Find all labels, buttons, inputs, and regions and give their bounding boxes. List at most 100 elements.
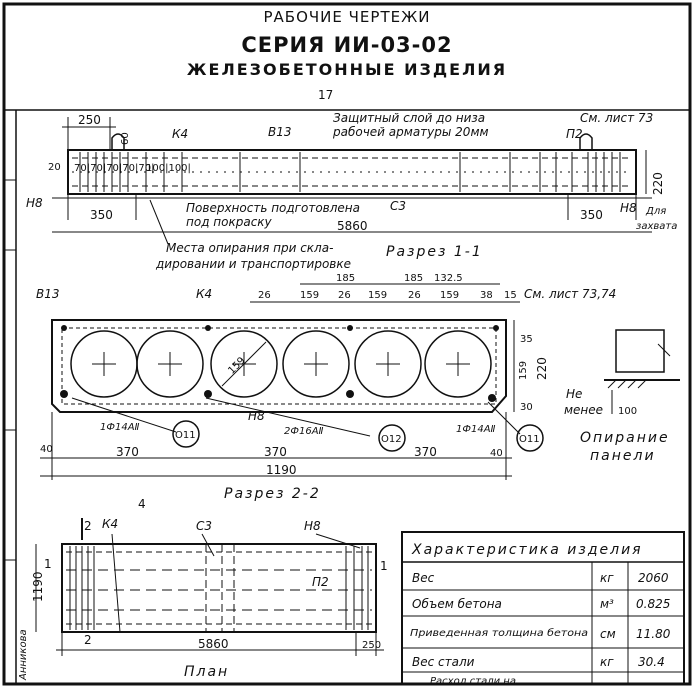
callout-circle bbox=[516, 424, 544, 452]
k4-leader bbox=[111, 533, 121, 633]
dim-5860: 5860 bbox=[337, 219, 368, 233]
see-sheet-73: См. лист 73 bbox=[580, 111, 653, 125]
plan-mark-2-top: 2 bbox=[84, 519, 92, 533]
panel-elevation: 250 60 К4 В13 Защитный слой до низа рабо… bbox=[26, 111, 677, 271]
diameter-leader bbox=[221, 341, 267, 387]
plan-mark-h8: Н8 bbox=[304, 519, 321, 533]
page-number: 17 bbox=[318, 88, 333, 102]
callout-right: О11 bbox=[519, 434, 540, 445]
rebar-left: 1Ф14АⅡ bbox=[100, 422, 140, 433]
mark-c3: С3 bbox=[390, 199, 406, 213]
stirrups-right bbox=[459, 152, 621, 192]
dim-top2-6: 38 bbox=[480, 290, 493, 301]
mark-p2: П2 bbox=[566, 127, 583, 141]
side-label: Анникова bbox=[18, 629, 29, 681]
support-note-1: Не bbox=[566, 387, 582, 401]
dim-60: 60 bbox=[120, 132, 131, 145]
dim-top2-1: 159 bbox=[300, 290, 319, 301]
header-pretitle: РАБОЧИЕ ЧЕРТЕЖИ bbox=[263, 8, 431, 26]
callout-left: О11 bbox=[175, 430, 196, 441]
panel-outline bbox=[67, 149, 637, 195]
callout-circle bbox=[378, 424, 406, 452]
dim-top1-2: 132.5 bbox=[434, 273, 463, 284]
hollow-core bbox=[282, 330, 350, 398]
dim-370-0: 370 bbox=[116, 445, 139, 459]
dim-350-right: 350 bbox=[580, 208, 603, 222]
plan-mesh-right bbox=[345, 546, 369, 630]
hollow-core bbox=[424, 330, 492, 398]
dim-30: 30 bbox=[520, 402, 533, 413]
dim-top1-0: 185 bbox=[336, 273, 355, 284]
dim-top1-1: 185 bbox=[404, 273, 423, 284]
row-value: 2060 bbox=[638, 571, 669, 585]
mark-h8-right: Н8 bbox=[620, 201, 637, 215]
mark-k4-s1: К4 bbox=[196, 287, 212, 301]
callout-mid: О12 bbox=[381, 434, 402, 445]
rebar-dots bbox=[60, 325, 499, 402]
dim-250: 250 bbox=[78, 113, 101, 127]
break-mark bbox=[657, 343, 671, 357]
note-grip-2: захвата bbox=[636, 221, 677, 232]
support-detail: Не менее 100 Опирание панели bbox=[564, 329, 680, 464]
row-value: 0.825 bbox=[636, 597, 670, 611]
hollow-core bbox=[354, 330, 422, 398]
core-crosshairs bbox=[92, 352, 470, 376]
support-hatch bbox=[607, 379, 647, 389]
mark-b13-s1: В13 bbox=[36, 287, 60, 301]
dim-top2-2: 26 bbox=[338, 290, 351, 301]
dim-40-right: 40 bbox=[490, 448, 503, 459]
note-protective-layer: Защитный слой до низа bbox=[333, 111, 485, 125]
row-unit: кг bbox=[600, 571, 614, 585]
plan-dim-250: 250 bbox=[362, 640, 381, 651]
stirrup-spacing-100: 100|100| bbox=[146, 163, 191, 174]
dim-370-2: 370 bbox=[414, 445, 437, 459]
note-support: Места опирания при скла- bbox=[166, 241, 333, 255]
row-name: Вес стали bbox=[412, 655, 475, 669]
hollow-cores bbox=[70, 330, 492, 398]
support-caption-1: Опирание bbox=[580, 430, 670, 446]
leader-line bbox=[487, 401, 521, 435]
dim-top2-5: 159 bbox=[440, 290, 459, 301]
section2-title: Разрез 2-2 bbox=[224, 486, 321, 502]
mark-k4: К4 bbox=[172, 127, 188, 141]
lifting-loop bbox=[111, 133, 125, 150]
note-protective-layer-2: рабочей арматуры 20мм bbox=[332, 125, 489, 139]
row-unit: см bbox=[600, 627, 616, 641]
dim-top2-7: 15 bbox=[504, 290, 517, 301]
dim-220: 220 bbox=[651, 172, 665, 195]
plan-mark-c3: С3 bbox=[196, 519, 212, 533]
plan-dim-5860: 5860 bbox=[198, 637, 229, 651]
dim-220-s1: 220 bbox=[535, 357, 549, 380]
cut-row: Расход стали на bbox=[430, 676, 516, 687]
slab-section-outline bbox=[51, 319, 507, 413]
support-note-2: менее bbox=[564, 403, 603, 417]
rebar-right: 1Ф14АⅡ bbox=[456, 424, 496, 435]
support-dim-100: 100 bbox=[618, 406, 637, 417]
plan-mark-1-right: 1 bbox=[380, 559, 388, 573]
dim-159-vertical: 159 bbox=[518, 361, 529, 380]
row-value: 11.80 bbox=[636, 627, 671, 641]
dim-350-left: 350 bbox=[90, 208, 113, 222]
plan-mark-2-bottom: 2 bbox=[84, 633, 92, 647]
table-title: Характеристика изделия bbox=[411, 542, 643, 558]
see-sheet-73-74: См. лист 73,74 bbox=[524, 287, 616, 301]
row-name: Приведенная толщина бетона bbox=[410, 627, 588, 639]
dim-370-1: 370 bbox=[264, 445, 287, 459]
row-name: Объем бетона bbox=[412, 597, 502, 611]
plan-outline bbox=[61, 543, 377, 633]
row-unit: кг bbox=[600, 655, 614, 669]
dim-40-left: 40 bbox=[40, 444, 53, 455]
section1-title: Разрез 1-1 bbox=[386, 244, 483, 260]
note-surface: Поверхность подготовлена bbox=[186, 201, 360, 215]
plan-title: План bbox=[184, 664, 229, 680]
dim-top2-0: 26 bbox=[258, 290, 271, 301]
callout-circle bbox=[172, 420, 200, 448]
characteristics-table: Характеристика изделия Вес кг 2060 Объем… bbox=[401, 531, 685, 687]
mark-h8-left: Н8 bbox=[26, 196, 43, 210]
stirrups-left bbox=[79, 152, 301, 192]
rebar-mid: 2Ф16АⅡ bbox=[284, 426, 324, 437]
hollow-core bbox=[210, 330, 278, 398]
